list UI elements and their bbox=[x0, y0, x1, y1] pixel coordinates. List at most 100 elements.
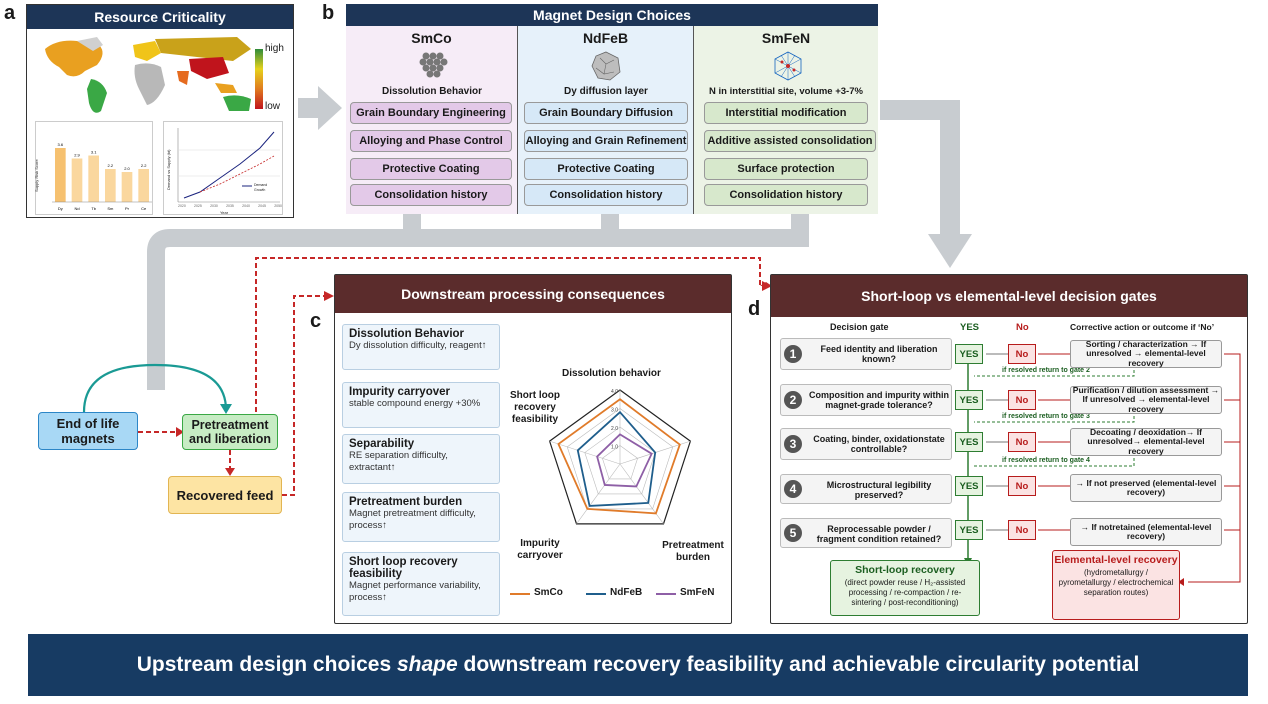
no-badge: No bbox=[1008, 476, 1036, 496]
smfen-item-2: Additive assisted consolidation bbox=[704, 130, 876, 152]
radar-grid-ring bbox=[548, 389, 692, 525]
ndfeb-name: NdFeB bbox=[582, 30, 629, 46]
australia-shape bbox=[223, 95, 251, 111]
panel-letter-a: a bbox=[4, 2, 16, 24]
consequence-separability: Separability RE separation difficulty, e… bbox=[342, 434, 500, 484]
radar-axis-pretreatment: Pretreatment burden bbox=[662, 540, 724, 563]
smco-item-1: Grain Boundary Engineering bbox=[350, 102, 512, 124]
criticality-legend-bar bbox=[255, 49, 263, 109]
bottom-banner: Upstream design choices shape downstream… bbox=[28, 634, 1248, 696]
consequence-desc: Dy dissolution difficulty, reagent↑ bbox=[349, 340, 487, 351]
gate-number-icon: 5 bbox=[784, 524, 802, 542]
smco-name: SmCo bbox=[411, 30, 452, 46]
panel-a: Resource Criticality high low Supply Ris… bbox=[26, 4, 294, 218]
smco-item-4: Consolidation history bbox=[350, 184, 512, 206]
bar-category-label: Ce bbox=[141, 206, 147, 211]
column-smfen: SmFeN N in interstitial site, volume +3-… bbox=[694, 26, 878, 214]
no-badge: No bbox=[1008, 432, 1036, 452]
ndfeb-structure-icon bbox=[591, 51, 621, 81]
smfen-structure-icon bbox=[774, 51, 802, 81]
to-elemental-line bbox=[1188, 353, 1241, 583]
return-label-2: if resolved return to gate 3 bbox=[1002, 413, 1090, 420]
elemental-title: Elemental-level recovery bbox=[1054, 554, 1178, 566]
banner-post: downstream recovery feasibility and achi… bbox=[457, 653, 1140, 676]
smfen-item-1: Interstitial modification bbox=[704, 102, 868, 124]
radar-axis-impurity: Impurity carryover bbox=[517, 538, 563, 561]
radar-series-smco bbox=[557, 398, 681, 515]
bar-value-label: 3.6 bbox=[58, 142, 64, 147]
gate-2: 2 Composition and impurity within magnet… bbox=[780, 384, 952, 416]
legend-growth: Growth bbox=[254, 188, 266, 192]
corrective-action: Decoating / deoxidation→ If unresolved→ … bbox=[1070, 427, 1222, 456]
gate-question: Feed identity and liberation known? bbox=[820, 344, 938, 364]
teal-arc-head bbox=[220, 404, 232, 414]
panel-letter-d: d bbox=[748, 298, 761, 320]
radar-legend: SmCo NdFeB SmFeN bbox=[510, 586, 726, 602]
consequence-impurity: Impurity carryover stable compound energ… bbox=[342, 382, 500, 428]
supply-risk-bar bbox=[88, 155, 99, 202]
radar-tick-label: 2.0 bbox=[611, 426, 618, 432]
ndfeb-item-3: Protective Coating bbox=[524, 158, 688, 180]
legend-smco-swatch bbox=[510, 593, 530, 595]
panel-letter-b: b bbox=[322, 2, 335, 24]
ndfeb-subtitle: Dy diffusion layer bbox=[564, 86, 648, 97]
gate-question: Microstructural legibility preserved? bbox=[826, 480, 932, 500]
arrow-b-to-d-head bbox=[928, 234, 972, 268]
radar-grid-ring bbox=[584, 426, 656, 495]
panel-b: Magnet Design Choices SmCo Dissolution B… bbox=[346, 4, 878, 214]
consequence-desc: stable compound energy +30% bbox=[349, 398, 481, 409]
greenland-shape bbox=[77, 37, 103, 51]
bar-category-label: Pr bbox=[125, 206, 130, 211]
bar-category-label: Tb bbox=[91, 206, 96, 211]
no-badge: No bbox=[1008, 344, 1036, 364]
radar-grid-ring bbox=[602, 445, 638, 480]
no-badge: No bbox=[1008, 390, 1036, 410]
south-america-shape bbox=[87, 79, 107, 113]
tick: 2035 bbox=[226, 204, 234, 208]
radar-spoke bbox=[576, 463, 621, 525]
europe-shape bbox=[133, 41, 161, 61]
short-loop-desc: (direct powder reuse / H₂-assisted proce… bbox=[844, 578, 966, 607]
col-decision-gate: Decision gate bbox=[830, 322, 889, 332]
legend-ndfeb-swatch bbox=[586, 593, 606, 595]
smfen-item-3: Surface protection bbox=[704, 158, 868, 180]
panel-letter-c: c bbox=[310, 310, 322, 332]
no-corr-links bbox=[1038, 353, 1070, 531]
bar-category-label: Dy bbox=[58, 206, 63, 211]
teal-arc bbox=[82, 363, 228, 413]
radar-axis-dissolution: Dissolution behavior bbox=[562, 368, 661, 379]
consequence-title: Pretreatment burden bbox=[349, 496, 463, 508]
demand-line bbox=[183, 131, 275, 199]
tick: 2030 bbox=[210, 204, 218, 208]
elemental-head bbox=[1178, 578, 1184, 586]
se-asia-shape bbox=[215, 83, 237, 93]
gate-3: 3 Coating, binder, oxidationstate contro… bbox=[780, 428, 952, 460]
radar-tick-label: 4.0 bbox=[611, 389, 618, 395]
china-shape bbox=[189, 57, 229, 79]
africa-shape bbox=[134, 63, 165, 105]
radar-series-ndfeb bbox=[576, 410, 657, 507]
bar-category-label: Nd bbox=[74, 206, 79, 211]
legend-smfen-label: SmFeN bbox=[680, 587, 715, 598]
yes-badge: YES bbox=[955, 520, 983, 540]
consequence-desc: Magnet pretreatment difficulty, process↑ bbox=[349, 508, 476, 531]
column-ndfeb: NdFeB Dy diffusion layer Grain Boundary … bbox=[518, 26, 694, 214]
short-loop-title: Short-loop recovery bbox=[855, 564, 955, 576]
gate-question: Coating, binder, oxidationstate controll… bbox=[813, 434, 945, 454]
line-chart-plot bbox=[177, 128, 280, 203]
legend-smfen-swatch bbox=[656, 593, 676, 595]
russia-shape bbox=[155, 37, 251, 61]
legend-low-label: low bbox=[265, 101, 281, 112]
tick: 2050 bbox=[274, 204, 282, 208]
ndfeb-item-2: Alloying and Grain Refinement bbox=[524, 130, 688, 152]
ndfeb-item-1: Grain Boundary Diffusion bbox=[524, 102, 688, 124]
yes-badge: YES bbox=[955, 476, 983, 496]
corrective-action: → If notretained (elemental-level recove… bbox=[1070, 518, 1222, 546]
consequence-title: Impurity carryover bbox=[349, 386, 450, 398]
bar-value-label: 2.2 bbox=[108, 163, 114, 168]
bar-value-label: 3.1 bbox=[91, 150, 97, 155]
gate-4: 4 Microstructural legibility preserved? bbox=[780, 474, 952, 504]
pretreatment-box: Pretreatment and liberation bbox=[182, 414, 278, 450]
consequence-title: Dissolution Behavior bbox=[349, 328, 465, 340]
